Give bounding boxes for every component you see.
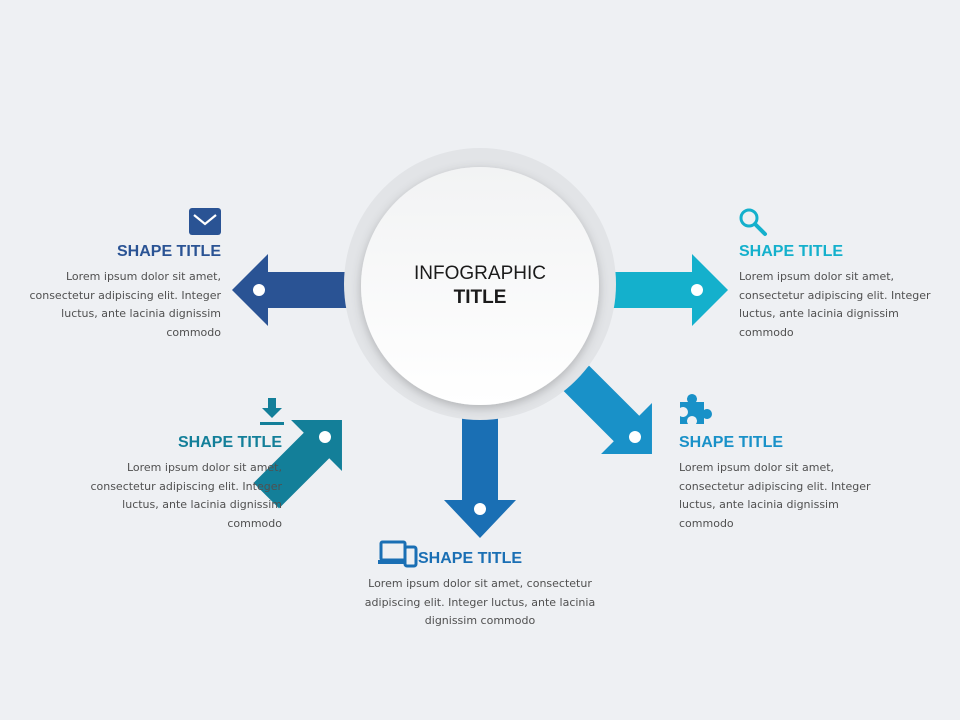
item-top-right: SHAPE TITLE Lorem ipsum dolor sit amet, …	[739, 242, 939, 342]
arrow-bottom-dot	[474, 503, 486, 515]
item-body: Lorem ipsum dolor sit amet, consectetur …	[364, 577, 596, 627]
arrow-right	[590, 254, 728, 326]
arrow-lower-left	[253, 420, 342, 509]
item-body: Lorem ipsum dolor sit amet, consectetur …	[29, 270, 221, 339]
item-bottom: SHAPE TITLE Lorem ipsum dolor sit amet, …	[360, 549, 600, 631]
item-body: Lorem ipsum dolor sit amet, consectetur …	[90, 461, 282, 530]
arrow-left-dot	[253, 284, 265, 296]
mail-icon	[189, 208, 221, 235]
search-icon	[739, 208, 767, 236]
devices-icon	[378, 540, 418, 568]
item-mid-right: SHAPE TITLE Lorem ipsum dolor sit amet, …	[679, 433, 884, 533]
puzzle-icon	[680, 394, 712, 424]
arrow-bottom	[444, 395, 516, 538]
item-title: SHAPE TITLE	[418, 550, 523, 567]
item-title: SHAPE TITLE	[177, 434, 282, 451]
arrow-lower-left-dot	[319, 431, 331, 443]
arrow-lower-right-dot	[629, 431, 641, 443]
arrow-right-dot	[691, 284, 703, 296]
arrow-left	[232, 254, 370, 326]
item-top-left: SHAPE TITLE Lorem ipsum dolor sit amet, …	[20, 242, 221, 342]
item-mid-left: SHAPE TITLE Lorem ipsum dolor sit amet, …	[82, 433, 282, 533]
item-title: SHAPE TITLE	[739, 243, 844, 260]
item-body: Lorem ipsum dolor sit amet, consectetur …	[739, 270, 931, 339]
item-title: SHAPE TITLE	[116, 243, 221, 260]
download-icon	[260, 398, 284, 425]
item-title: SHAPE TITLE	[679, 434, 784, 451]
center-title-line2: TITLE	[453, 287, 507, 308]
center-title-line1: INFOGRAPHIC	[414, 263, 546, 284]
item-body: Lorem ipsum dolor sit amet, consectetur …	[679, 461, 871, 530]
center-title: INFOGRAPHIC TITLE	[380, 262, 580, 310]
arrow-lower-right	[563, 365, 652, 454]
center-circle	[361, 167, 599, 405]
